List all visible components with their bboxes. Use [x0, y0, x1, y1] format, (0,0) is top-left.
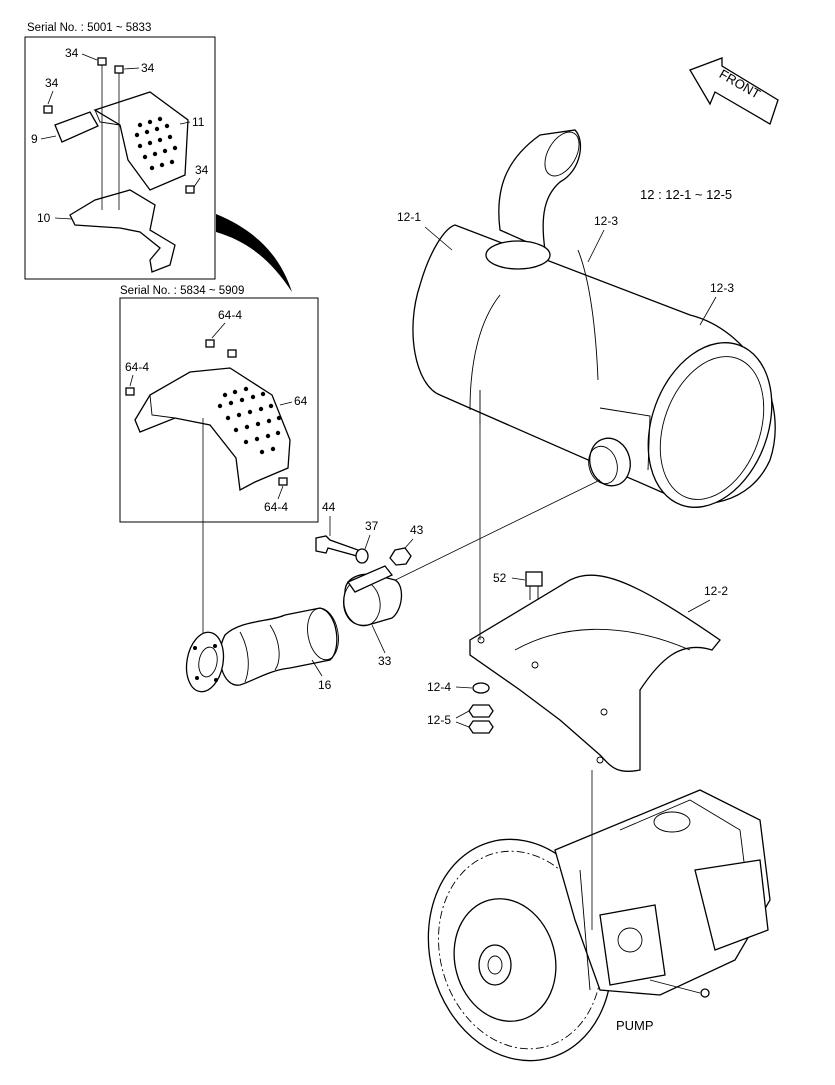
washer-37 — [355, 548, 369, 564]
plate-9 — [54, 111, 99, 143]
callout-34-a: 34 — [65, 46, 79, 60]
callout-10: 10 — [37, 211, 51, 225]
assembly-note: 12 : 12-1 ~ 12-5 — [640, 187, 732, 202]
callout-11: 11 — [192, 115, 205, 129]
serial-box-1-title: Serial No. : 5001 ~ 5833 — [27, 22, 151, 34]
nut-43 — [389, 547, 412, 566]
front-arrow: FRONT — [689, 57, 779, 125]
bolt-52 — [525, 571, 543, 587]
callout-52: 52 — [493, 571, 507, 585]
callout-34-d: 34 — [195, 163, 209, 177]
callout-9: 9 — [31, 132, 38, 146]
callout-37: 37 — [365, 519, 379, 533]
clamp-33 — [343, 565, 403, 627]
callout-33: 33 — [378, 654, 392, 668]
bolt-44 — [315, 535, 359, 557]
callout-12-3-b: 12-3 — [710, 281, 734, 295]
nut-12-5-b — [468, 720, 494, 734]
heat-shield-11 — [93, 91, 189, 191]
heat-shield-64 — [125, 339, 291, 492]
callout-34-c: 34 — [45, 76, 59, 90]
serial-box-2-frame — [119, 297, 319, 523]
callout-16: 16 — [318, 678, 332, 692]
muffler-12-1 — [412, 129, 776, 508]
serial-box-1-frame — [24, 36, 216, 280]
washer-12-4 — [472, 682, 490, 694]
callout-34-b: 34 — [141, 61, 155, 75]
callout-64: 64 — [294, 394, 308, 408]
serial-box-2: Serial No. : 5834 ~ 5909 64-4 64-4 64 64… — [119, 285, 319, 648]
callout-12-3-a: 12-3 — [594, 214, 618, 228]
nut-12-5-a — [468, 704, 494, 718]
exhaust-pipe-16 — [185, 607, 339, 693]
callout-44: 44 — [322, 500, 336, 514]
serial-box-2-title: Serial No. : 5834 ~ 5909 — [120, 285, 244, 297]
continuation-arc — [216, 214, 292, 292]
callout-64-4-c: 64-4 — [264, 500, 288, 514]
callout-43: 43 — [410, 523, 424, 537]
fastener-set-44-37-43 — [315, 535, 412, 566]
callout-12-1: 12-1 — [397, 210, 421, 224]
bracket-12-2 — [469, 574, 721, 772]
callout-64-4-a: 64-4 — [218, 308, 242, 322]
callout-12-5: 12-5 — [427, 713, 451, 727]
serial-box-1: Serial No. : 5001 ~ 5833 — [24, 22, 216, 280]
bracket-10 — [69, 189, 176, 273]
pump-label: PUMP — [616, 1018, 654, 1033]
hydraulic-pump — [427, 770, 771, 1062]
bolt-34-set — [43, 57, 195, 210]
callout-12-2: 12-2 — [704, 584, 728, 598]
callout-12-4: 12-4 — [427, 680, 451, 694]
callout-64-4-b: 64-4 — [125, 360, 149, 374]
